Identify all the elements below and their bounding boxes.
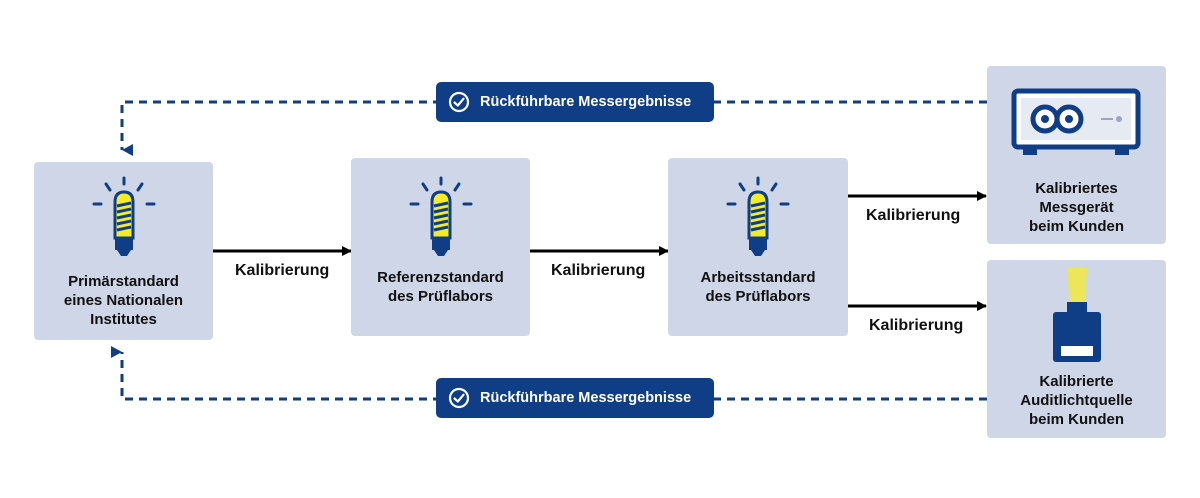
node-calibrated-lightsource: Kalibrierte Auditlichtquelle beim Kunden [987,260,1166,438]
node-calibrated-device: Kalibriertes Messgerät beim Kunden [987,66,1166,244]
audit-light-source-icon [1053,268,1101,362]
node-primary-label: Primärstandard eines Nationalen Institut… [63,273,184,328]
calibration-label-4: Kalibrierung [869,317,964,334]
node-device-label: Kalibriertes Messgerät beim Kunden [1028,180,1124,235]
feedback-label-bottom: Rückführbare Messergebnisse [480,390,692,406]
lightbulb-icon [409,176,473,256]
node-reference-standard: Referenzstandard des Prüflabors [351,158,530,336]
calibration-label-1: Kalibrierung [235,262,330,279]
feedback-path-bottom [111,346,987,401]
feedback-path-top [120,100,987,156]
feedback-badge-top: Rückführbare Messergebnisse [436,82,714,122]
node-lightsource-label: Kalibrierte Auditlichtquelle beim Kunden [1020,373,1133,428]
node-working-label: Arbeitsstandard des Prüflabors [700,269,816,305]
calibration-label-2: Kalibrierung [551,262,646,279]
check-circle-icon [448,91,470,113]
lightbulb-icon [726,176,790,256]
measuring-device-icon [1011,88,1141,155]
feedback-label-top: Rückführbare Messergebnisse [480,94,692,110]
check-circle-icon [448,387,470,409]
node-primary-standard: Primärstandard eines Nationalen Institut… [34,162,213,340]
calibration-label-3: Kalibrierung [866,207,961,224]
node-working-standard: Arbeitsstandard des Prüflabors [668,158,848,336]
feedback-badge-bottom: Rückführbare Messergebnisse [436,378,714,418]
node-reference-label: Referenzstandard des Prüflabors [377,269,504,305]
lightbulb-icon [92,176,156,256]
